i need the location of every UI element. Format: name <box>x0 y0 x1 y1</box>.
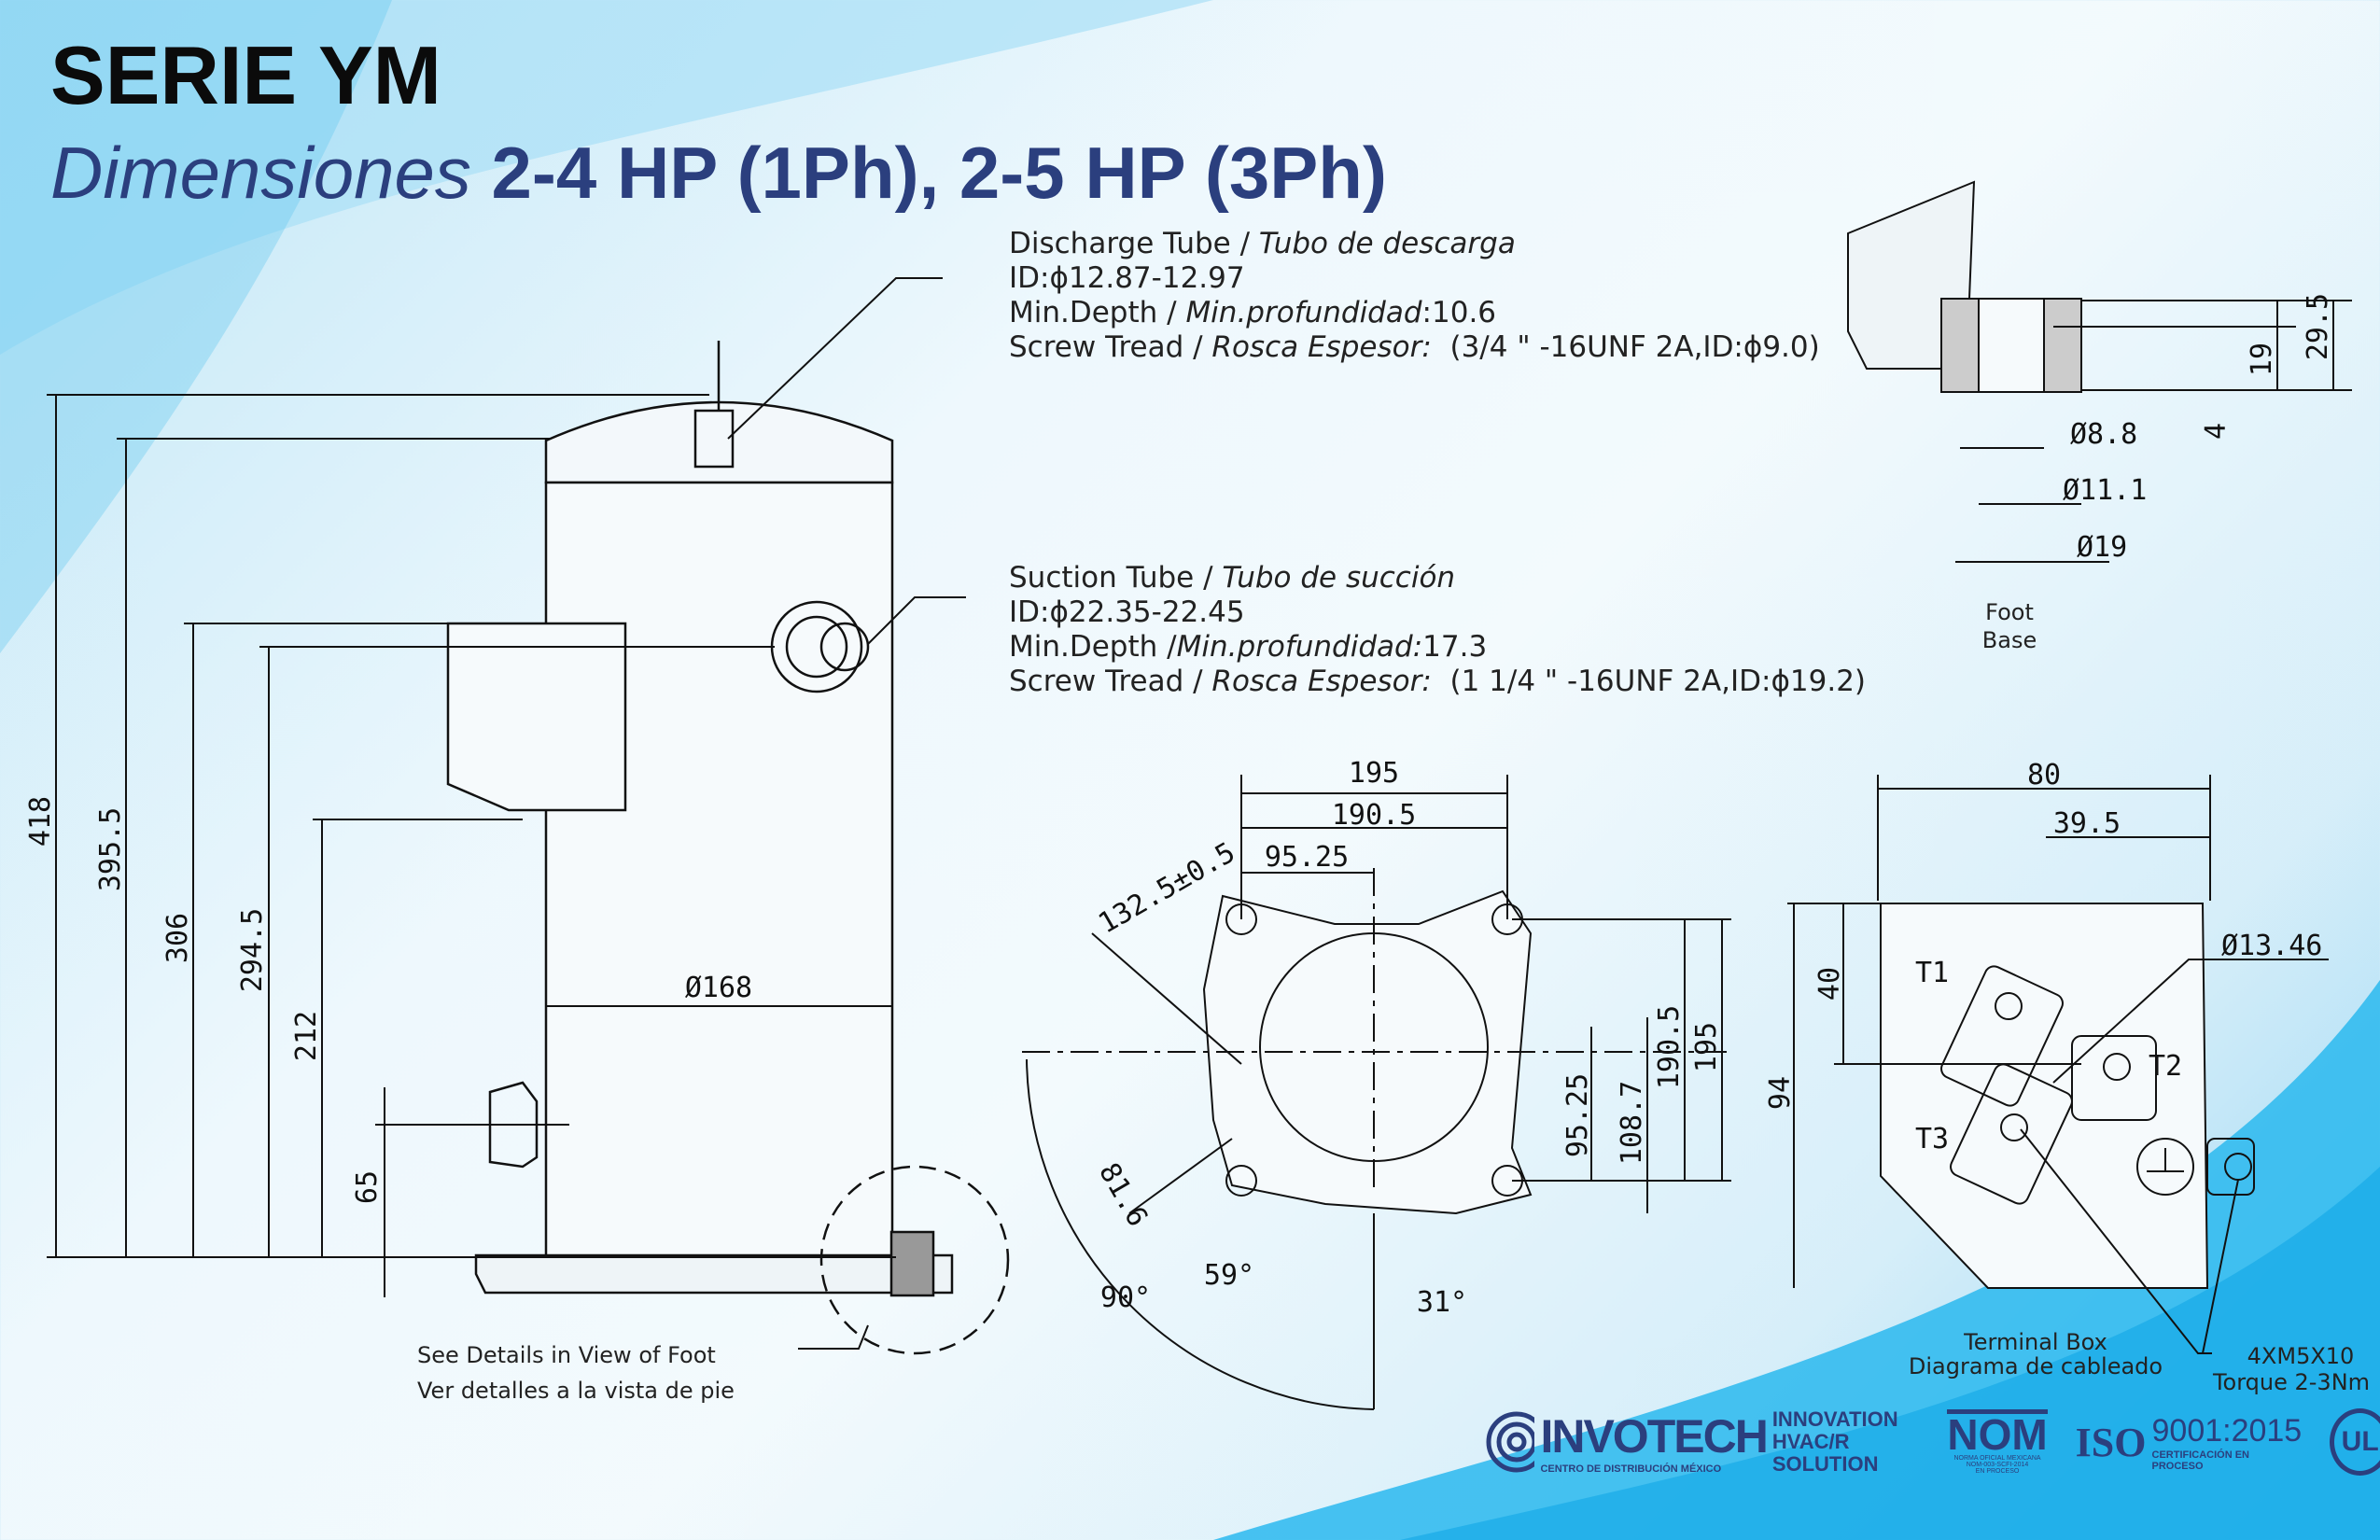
suction-thread-es: Rosca Espesor: <box>1211 665 1432 698</box>
top-dim-190-5: 190.5 <box>1332 799 1416 832</box>
discharge-thread-value: (3/4 " -16UNF 2A,ID:ϕ9.0) <box>1431 330 1820 364</box>
top-dim-95-25: 95.25 <box>1265 841 1349 874</box>
nom-sub-2: NOM-003-SCFI-2014 <box>1966 1462 2029 1468</box>
terminal-t1: T1 <box>1915 957 1949 989</box>
torque-spec: Torque 2-3Nm <box>2212 1369 2370 1395</box>
suction-depth-en: Min.Depth / <box>1009 630 1177 664</box>
discharge-thread-es: Rosca Espesor: <box>1211 330 1432 364</box>
nom-text: NOM <box>1947 1409 2048 1459</box>
page-title: SERIE YM <box>50 29 441 121</box>
brand-subtitle: CENTRO DE DISTRIBUCIÓN MÉXICO <box>1540 1463 1722 1475</box>
subtitle-bold: 2-4 HP (1Ph), 2-5 HP (3Ph) <box>470 132 1387 214</box>
top-dim-108-7: 108.7 <box>1616 1081 1648 1165</box>
suction-depth-es: Min.profundidad: <box>1176 630 1423 664</box>
top-angle-31: 31° <box>1417 1286 1467 1319</box>
foot-dim-d11-1: Ø11.1 <box>2063 474 2147 507</box>
foot-dim-4: 4 <box>2200 423 2233 440</box>
tb-dim-40: 40 <box>1813 967 1846 1001</box>
compressor-side-view <box>446 341 1010 1355</box>
nom-sub-1: NORMA OFICIAL MEXICANA <box>1953 1455 2041 1462</box>
discharge-thread-en: Screw Tread / <box>1009 330 1212 364</box>
top-dim-195-vertical: 195 <box>1690 1022 1723 1072</box>
dim-395-5: 395.5 <box>94 807 127 891</box>
dim-65: 65 <box>351 1170 384 1204</box>
tagline-1: INNOVATION <box>1771 1407 1898 1431</box>
iso-number: 9001:2015 <box>2151 1412 2303 1449</box>
top-angle-90: 90° <box>1100 1281 1151 1314</box>
terminal-t3: T3 <box>1915 1123 1949 1155</box>
ul-logo: UL <box>2330 1408 2380 1476</box>
terminal-t2: T2 <box>2149 1050 2182 1083</box>
nom-sub-3: EN PROCESO <box>1975 1468 2020 1475</box>
suction-thread-en: Screw Tread / <box>1009 665 1212 698</box>
tagline-2: HVAC/R SOLUTION <box>1771 1430 1879 1476</box>
foot-note-es: Ver detalles a la vista de pie <box>417 1378 735 1404</box>
top-angle-59: 59° <box>1204 1259 1254 1292</box>
dim-212: 212 <box>290 1011 323 1061</box>
subtitle-italic: Dimensiones <box>50 132 471 214</box>
suction-title-es: Tubo de succión <box>1222 561 1456 595</box>
terminal-box-view <box>1787 775 2329 1354</box>
foot-label-en: Foot <box>1985 599 2034 625</box>
suction-thread-value: (1 1/4 " -16UNF 2A,ID:ϕ19.2) <box>1431 665 1867 698</box>
tb-dim-39-5: 39.5 <box>2053 807 2121 840</box>
dim-306: 306 <box>161 913 194 963</box>
terminal-box-label-es: Diagrama de cableado <box>1909 1353 2163 1379</box>
iso-text: ISO <box>2075 1419 2147 1465</box>
top-dim-81-6: 81.6 <box>1092 1157 1154 1232</box>
foot-dim-19: 19 <box>2246 343 2278 376</box>
suction-depth-value: 17.3 <box>1422 630 1488 664</box>
side-view-dimension-lines <box>47 277 966 1350</box>
dim-294-5: 294.5 <box>236 908 269 992</box>
dim-418: 418 <box>24 796 57 847</box>
page-subtitle: Dimensiones 2-4 HP (1Ph), 2-5 HP (3Ph) <box>50 131 1387 216</box>
dim-diameter-168: Ø168 <box>685 972 752 1004</box>
foot-label-es: Base <box>1982 627 2037 653</box>
top-dim-190-5-vertical: 190.5 <box>1653 1005 1686 1089</box>
suction-id: ID:ϕ22.35-22.45 <box>1009 595 1245 629</box>
foot-note-en: See Details in View of Foot <box>417 1342 716 1368</box>
discharge-tube-spec: Discharge Tube / Tubo de descarga ID:ϕ12… <box>1009 227 1820 365</box>
top-dim-95-25-vertical: 95.25 <box>1561 1073 1594 1157</box>
discharge-title-es: Tubo de descarga <box>1258 227 1516 260</box>
suction-tube-spec: Suction Tube / Tubo de succión ID:ϕ22.35… <box>1009 561 1866 699</box>
foot-dim-d8-8: Ø8.8 <box>2070 418 2137 451</box>
screw-spec: 4XM5X10 <box>2247 1343 2355 1369</box>
foot-dim-d19: Ø19 <box>2077 531 2127 564</box>
discharge-depth-es: Min.profundidad <box>1185 296 1422 329</box>
foot-dim-29-5: 29.5 <box>2302 293 2334 360</box>
iso-subtitle: CERTIFICACIÓN EN PROCESO <box>2151 1449 2250 1472</box>
discharge-title-en: Discharge Tube / <box>1009 227 1259 260</box>
swirl-icon <box>1486 1411 1535 1473</box>
discharge-depth-value: :10.6 <box>1421 296 1497 329</box>
brand-name: INVOTECH <box>1540 1410 1768 1463</box>
tb-dim-d13-46: Ø13.46 <box>2221 930 2322 962</box>
tb-dim-80: 80 <box>2027 759 2061 791</box>
suction-title-en: Suction Tube / <box>1009 561 1223 595</box>
terminal-box-label-en: Terminal Box <box>1963 1329 2107 1355</box>
top-dim-195: 195 <box>1349 757 1399 790</box>
discharge-depth-en: Min.Depth / <box>1009 296 1186 329</box>
compressor-top-view <box>1022 775 1731 1410</box>
discharge-id: ID:ϕ12.87-12.97 <box>1009 261 1245 295</box>
foot-detail-view <box>1847 180 2352 563</box>
tb-dim-94: 94 <box>1764 1076 1797 1110</box>
